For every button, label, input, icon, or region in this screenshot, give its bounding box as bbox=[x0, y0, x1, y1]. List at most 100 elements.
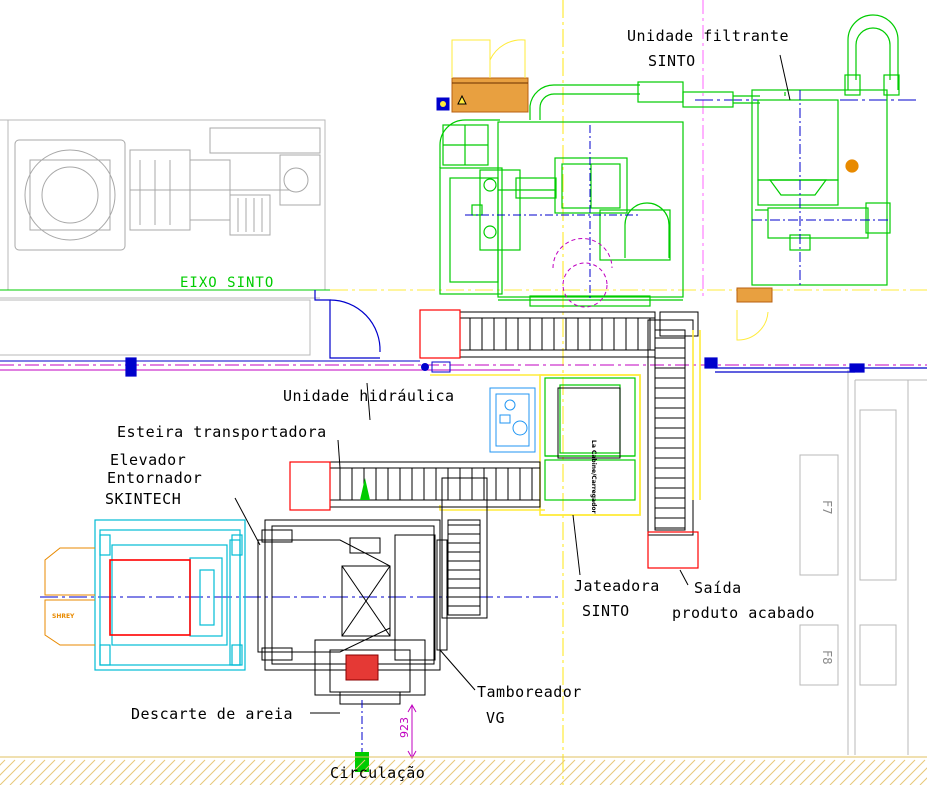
hatch-line bbox=[99, 759, 126, 785]
hatch-line bbox=[169, 759, 196, 785]
hatch-line bbox=[379, 759, 406, 785]
hatch-line bbox=[149, 759, 176, 785]
rollers-elevator bbox=[448, 524, 480, 607]
label-unidade-hidraulica: Unidade hidráulica bbox=[283, 387, 455, 405]
circulation-band bbox=[0, 756, 927, 785]
hatch-line bbox=[19, 759, 46, 785]
blue-wall bbox=[125, 290, 927, 377]
red-marker-output bbox=[647, 531, 699, 569]
cabinet-top bbox=[436, 39, 773, 341]
hatch-line bbox=[369, 759, 396, 785]
hatch-line bbox=[849, 759, 876, 785]
rollers-right bbox=[655, 337, 685, 529]
hatch-line bbox=[529, 759, 556, 785]
hatch-line bbox=[909, 767, 927, 785]
hatch-line bbox=[9, 759, 36, 785]
cabine-label: La Cabine/Carregador bbox=[590, 440, 597, 513]
green-arrow bbox=[360, 478, 370, 500]
hatch-line bbox=[109, 759, 136, 785]
tipper-gate bbox=[44, 547, 95, 646]
hatch-line bbox=[309, 759, 336, 785]
hatch-line bbox=[859, 759, 886, 785]
label-f8: F8 bbox=[820, 650, 834, 664]
hatch-line bbox=[69, 759, 96, 785]
tumbler-machine bbox=[257, 519, 448, 705]
label-elevador: Elevador bbox=[110, 451, 186, 469]
hatch-line bbox=[259, 759, 286, 785]
output-conveyor bbox=[647, 311, 699, 536]
hatch-line bbox=[159, 759, 186, 785]
hatch-line bbox=[619, 759, 646, 785]
hatch-line bbox=[399, 759, 426, 785]
label-descarte: Descarte de areia bbox=[131, 705, 293, 723]
hatch-line bbox=[419, 759, 446, 785]
shot-blast-axis bbox=[465, 125, 640, 300]
hatch-line bbox=[49, 759, 76, 785]
hatch-line bbox=[769, 759, 796, 785]
hatch-line bbox=[919, 777, 927, 785]
hatch-line bbox=[409, 759, 436, 785]
hatch-line bbox=[339, 759, 366, 785]
label-jateadora: Jateadora bbox=[574, 577, 660, 595]
hatch-line bbox=[799, 759, 826, 785]
hatch-line bbox=[829, 759, 856, 785]
hatch-line bbox=[789, 759, 816, 785]
hatch-line bbox=[329, 759, 356, 785]
hatch-line bbox=[289, 759, 316, 785]
elevator-tipper bbox=[94, 519, 246, 671]
label-produto-acabado: produto acabado bbox=[672, 604, 815, 622]
label-skintech: SKINTECH bbox=[105, 490, 181, 508]
blast-chamber-dark bbox=[552, 238, 621, 459]
hatch-line bbox=[569, 759, 596, 785]
filtration-axis bbox=[752, 90, 890, 285]
hatch-line bbox=[819, 759, 846, 785]
hatch-line bbox=[839, 759, 866, 785]
hatch-line bbox=[899, 759, 926, 785]
hatch-line bbox=[659, 759, 686, 785]
hatch-line bbox=[189, 759, 216, 785]
hatch-line bbox=[349, 759, 376, 785]
label-eixo-sinto: EIXO SINTO bbox=[180, 275, 274, 291]
hatch-line bbox=[429, 759, 456, 785]
red-block bbox=[345, 654, 379, 681]
hatch-line bbox=[459, 759, 486, 785]
filtration-unit bbox=[529, 14, 900, 286]
hatch-line bbox=[279, 759, 306, 785]
hatch-line bbox=[79, 759, 106, 785]
label-filtrante-sinto: SINTO bbox=[648, 52, 696, 70]
hatch-line bbox=[749, 759, 776, 785]
hatch-line bbox=[609, 759, 636, 785]
hatch-line bbox=[479, 759, 506, 785]
shot-blast-machine bbox=[439, 119, 684, 307]
hatch-line bbox=[359, 759, 386, 785]
hatch-line bbox=[669, 759, 696, 785]
hatch-line bbox=[0, 759, 6, 766]
hatch-line bbox=[139, 759, 166, 785]
hatch-line bbox=[39, 759, 66, 785]
hatch-line bbox=[389, 759, 416, 785]
hatch-line bbox=[119, 759, 146, 785]
gray-machine-left bbox=[14, 127, 321, 251]
hatch-line bbox=[599, 759, 626, 785]
hatch-line bbox=[0, 759, 26, 785]
hatch-line bbox=[539, 759, 566, 785]
building-walls bbox=[0, 119, 927, 755]
label-circulacao: Circulação bbox=[330, 764, 425, 782]
hatch-line bbox=[549, 759, 576, 785]
yellow-frame bbox=[430, 330, 701, 516]
hatch-line bbox=[519, 759, 546, 785]
hatch-line bbox=[639, 759, 666, 785]
hatch-line bbox=[869, 759, 896, 785]
label-jateadora-sinto: SINTO bbox=[582, 602, 630, 620]
hatch-line bbox=[779, 759, 806, 785]
hatch-line bbox=[0, 759, 16, 776]
hatch-line bbox=[709, 759, 736, 785]
hatch-line bbox=[879, 759, 906, 785]
label-tamboreador-vg: VG bbox=[486, 709, 505, 727]
hatch-line bbox=[699, 759, 726, 785]
hatch-line bbox=[719, 759, 746, 785]
hatch-line bbox=[629, 759, 656, 785]
hatch-line bbox=[439, 759, 466, 785]
